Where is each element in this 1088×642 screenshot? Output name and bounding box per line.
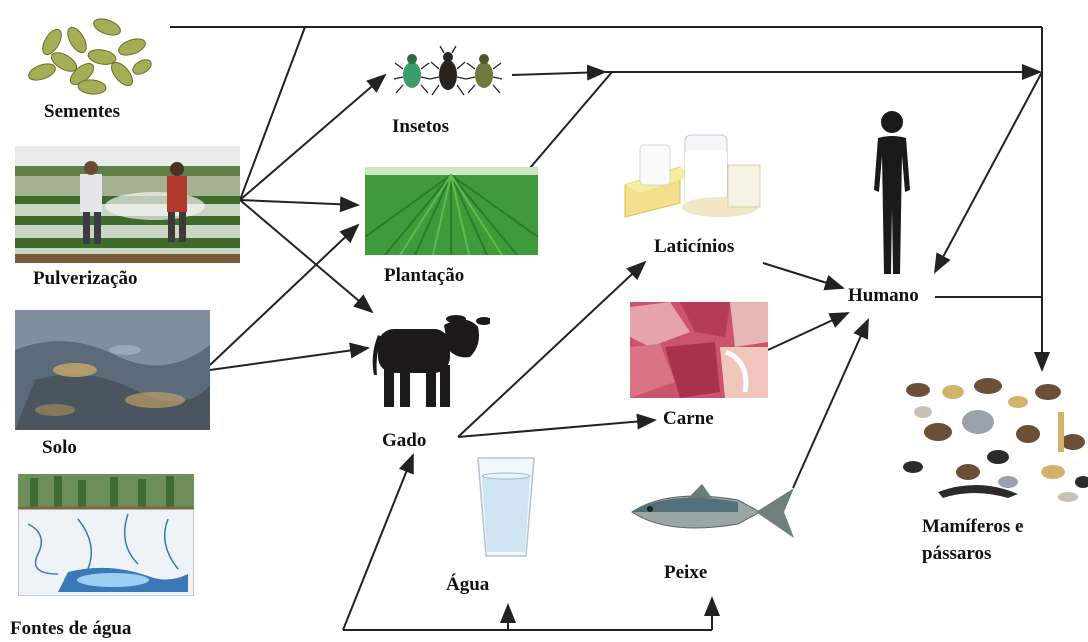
seeds-image <box>22 12 154 97</box>
label-mamiferos-line1: Mamíferos e <box>922 516 1023 538</box>
arrow-right-to-humano <box>935 72 1042 272</box>
spraying-image <box>15 146 240 263</box>
water-sources-image <box>18 474 194 596</box>
arrow-laticinios-to-humano <box>763 263 843 288</box>
label-mamiferos-line2: pássaros <box>922 543 991 565</box>
label-plantacao: Plantação <box>384 265 464 287</box>
label-laticinios: Laticínios <box>654 236 734 258</box>
label-solo: Solo <box>42 437 77 459</box>
plantation-image <box>365 167 538 255</box>
arrow-bottom-to-gado <box>343 455 413 630</box>
water-glass-image <box>474 452 538 562</box>
mammals-birds-image <box>898 372 1088 507</box>
dairy-image <box>620 125 768 220</box>
label-sementes: Sementes <box>44 101 120 123</box>
arrow-plantacao-to-line <box>530 72 612 168</box>
arrow-solo-to-gado <box>210 348 368 370</box>
arrow-carne-to-humano <box>768 313 848 350</box>
arrow-pulverizacao-to-insetos <box>240 75 385 200</box>
human-silhouette-image <box>866 108 918 278</box>
cattle-image <box>370 305 490 413</box>
label-peixe: Peixe <box>664 562 707 584</box>
label-agua: Água <box>446 574 489 596</box>
label-insetos: Insetos <box>392 116 449 138</box>
insects-image <box>390 45 502 100</box>
arrow-pulverizacao-to-plantacao <box>240 200 358 205</box>
fish-image <box>628 482 796 542</box>
arrow-insetos-to-line <box>512 72 605 75</box>
soil-image <box>15 310 210 430</box>
arrow-peixe-to-humano <box>793 320 868 488</box>
label-carne: Carne <box>663 408 714 430</box>
arrow-gado-to-carne <box>458 420 655 437</box>
label-gado: Gado <box>382 430 426 452</box>
label-fontes-agua: Fontes de água <box>10 618 131 640</box>
label-humano: Humano <box>848 285 919 307</box>
arrow-pulverizacao-to-gado <box>240 200 372 312</box>
label-pulverizacao: Pulverização <box>33 268 137 290</box>
arrow-pulverizacao-to-top <box>240 27 305 200</box>
meat-image <box>630 302 768 398</box>
